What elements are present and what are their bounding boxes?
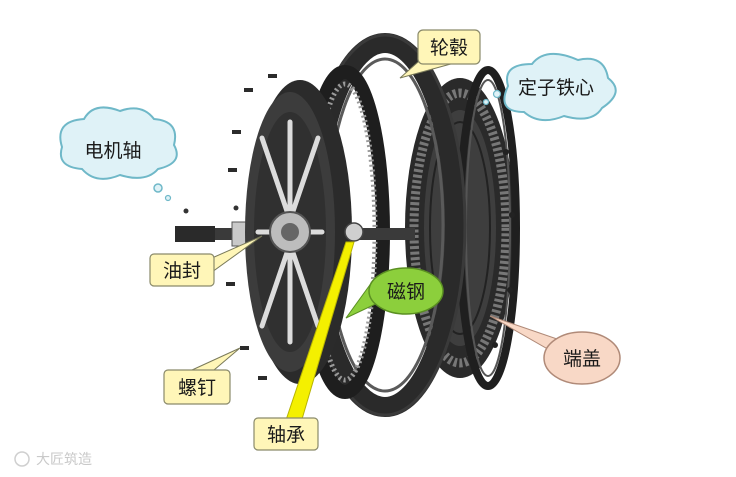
label-oil-seal: 油封 [163, 260, 201, 282]
screw-callout: 螺钉 [164, 348, 240, 404]
label-screw: 螺钉 [178, 377, 216, 399]
front-cover-part [245, 80, 363, 384]
oil-seal-callout: 油封 [150, 236, 262, 286]
label-stator-core: 定子铁心 [518, 77, 594, 99]
label-bearing: 轴承 [267, 424, 305, 446]
watermark-text: 大匠筑造 [36, 452, 92, 468]
label-magnet: 磁钢 [387, 281, 425, 303]
label-hub: 轮毂 [430, 37, 468, 59]
motor-shaft-callout: 电机轴 [60, 107, 176, 200]
label-end-cover: 端盖 [563, 348, 601, 370]
label-motor-shaft: 电机轴 [84, 140, 141, 162]
watermark: 大匠筑造 [15, 452, 92, 468]
